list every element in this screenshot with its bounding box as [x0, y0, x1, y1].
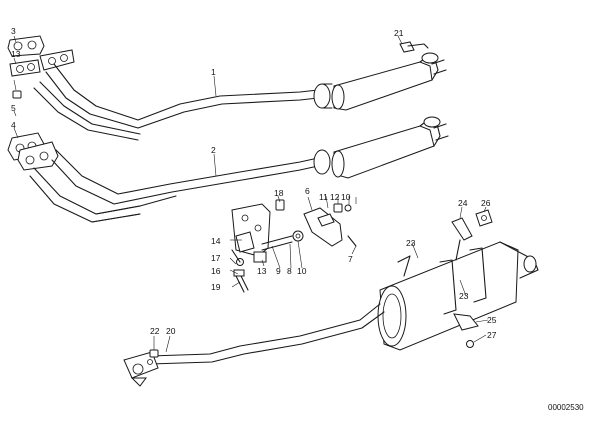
- bracket-assembly-right: [292, 203, 357, 247]
- callout-12: 12: [330, 192, 340, 202]
- callout-2: 2: [211, 145, 216, 155]
- nut-5: [12, 90, 22, 99]
- callout-16: 16: [211, 266, 221, 276]
- callout-18: 18: [274, 188, 284, 198]
- callout-10-lower: 10: [297, 266, 307, 276]
- leader-lines: [13, 35, 489, 353]
- flange-pipe-2: [17, 141, 59, 171]
- callout-23-top: 23: [406, 238, 416, 248]
- callout-24: 24: [458, 198, 468, 208]
- callout-19: 19: [211, 282, 221, 292]
- gasket-3: [7, 35, 45, 57]
- callout-1: 1: [211, 67, 216, 77]
- callout-4: 4: [11, 120, 16, 130]
- flange-upper-small: [9, 59, 41, 77]
- callout-9: 9: [276, 266, 281, 276]
- callout-23-bottom: 23: [459, 291, 469, 301]
- rear-silencer: [377, 241, 539, 351]
- nut-27: [466, 340, 474, 348]
- front-pipe-1: [33, 52, 447, 141]
- bolt-19: [233, 269, 249, 293]
- bolt-21: [399, 41, 429, 53]
- bracket-assembly-left: [231, 199, 293, 263]
- callout-26: 26: [481, 198, 491, 208]
- callout-22: 22: [150, 326, 160, 336]
- callout-25: 25: [487, 315, 497, 325]
- callout-21: 21: [394, 28, 404, 38]
- hanger-24: [451, 217, 473, 261]
- hanger-25: [453, 313, 479, 331]
- callout-10-upper: 10: [341, 192, 351, 202]
- rubber-mount-26: [475, 209, 493, 227]
- callout-13-center: 13: [257, 266, 267, 276]
- callout-13-left: 13: [11, 49, 21, 59]
- bolt-17: [231, 249, 241, 263]
- center-pipe-20: [123, 303, 385, 387]
- callout-8: 8: [287, 266, 292, 276]
- callout-27: 27: [487, 330, 497, 340]
- callout-20: 20: [166, 326, 176, 336]
- callout-3: 3: [11, 26, 16, 36]
- callout-14: 14: [211, 236, 221, 246]
- flange-pipe-1: [39, 49, 75, 71]
- diagram-reference-number: 00002530: [548, 403, 584, 412]
- callout-17: 17: [211, 253, 221, 263]
- callout-6: 6: [305, 186, 310, 196]
- callout-11: 11: [319, 192, 328, 202]
- callout-5: 5: [11, 103, 16, 113]
- callout-7: 7: [348, 254, 353, 264]
- callouts: 3 13 5 4 1 2 21 14 17 16 19 18 13 9 8 10…: [11, 26, 497, 340]
- front-pipe-2: [29, 116, 449, 223]
